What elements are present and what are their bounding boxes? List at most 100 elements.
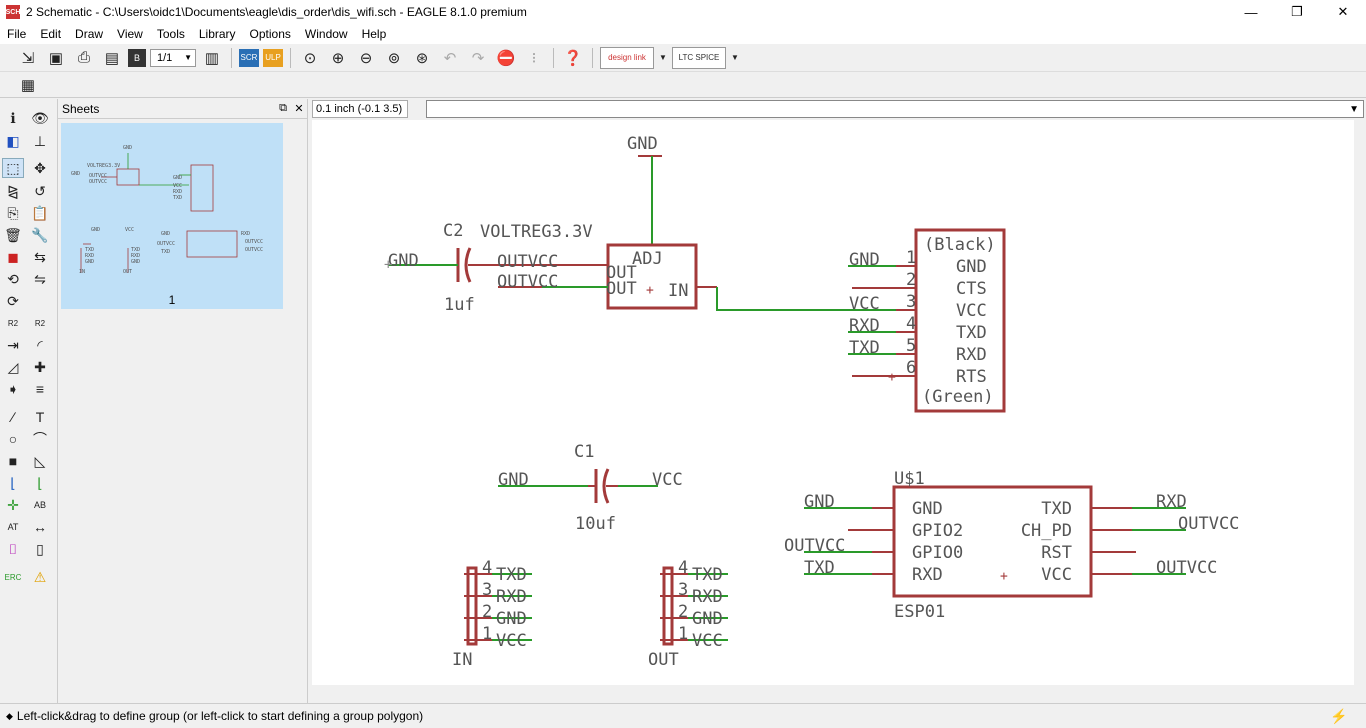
undo-icon[interactable]: ↶ <box>443 49 457 67</box>
design-link-icon[interactable]: design link <box>600 46 654 69</box>
miter-icon[interactable]: ◜ <box>37 336 43 353</box>
split-icon[interactable]: ◿ <box>7 358 19 375</box>
net-icon[interactable]: ⌊ <box>37 474 43 491</box>
info-icon[interactable]: ℹ <box>10 109 16 126</box>
capacitor-c1[interactable]: C1 10uf GND VCC <box>498 442 683 534</box>
join-icon[interactable]: ✚ <box>34 358 46 375</box>
label-icon[interactable]: AB <box>33 500 46 510</box>
add-part-icon[interactable]: ◼ <box>7 248 19 265</box>
chevron-down-icon[interactable]: ▼ <box>659 53 667 62</box>
zoom-redraw-icon[interactable]: ⊚ <box>387 49 401 67</box>
display-layers-icon[interactable]: ◧ <box>6 132 20 149</box>
sheets-scrollbar[interactable] <box>289 123 305 699</box>
zoom-in-icon[interactable]: ⊕ <box>331 49 345 67</box>
frame-icon[interactable]: ⌷ <box>8 540 18 557</box>
stop-icon[interactable]: ⛔ <box>496 49 516 67</box>
warning-icon[interactable]: ⚠ <box>33 568 47 585</box>
chevron-down-icon[interactable]: ▼ <box>1349 103 1359 115</box>
replace-icon[interactable]: ⇆ <box>34 248 46 265</box>
menu-file[interactable]: File <box>7 27 27 41</box>
voltage-regulator[interactable]: VOLTREG3.3V ADJ OUT OUT IN + OUTVCC OUTV… <box>480 222 882 311</box>
smash-icon[interactable]: ⇥ <box>7 336 19 353</box>
script-icon[interactable]: SCR <box>239 48 259 67</box>
delete-icon[interactable]: 🗑 <box>4 226 22 243</box>
mark-icon[interactable]: ⊥ <box>33 132 47 149</box>
group-icon[interactable]: ⬚ <box>2 158 24 178</box>
show-icon[interactable]: 👁 <box>31 109 49 126</box>
capacitor-c2[interactable]: C2 1uf GND + <box>384 221 498 315</box>
canvas-horizontal-scrollbar[interactable] <box>312 685 1354 699</box>
menu-window[interactable]: Window <box>304 27 348 41</box>
line-icon[interactable]: ∕ <box>11 409 15 425</box>
grid-icon[interactable]: ▦ <box>20 76 36 94</box>
junction-icon[interactable]: ✛ <box>7 496 19 513</box>
go-icon[interactable]: ⁝ <box>531 49 537 67</box>
module-icon[interactable]: ▯ <box>36 540 44 557</box>
zoom-fit-icon[interactable]: ⊙ <box>303 49 317 67</box>
gateswap-icon[interactable]: ⟳ <box>7 292 19 309</box>
close-button[interactable]: ✕ <box>1337 4 1349 19</box>
polygon-icon[interactable]: ◺ <box>34 452 46 469</box>
move-icon[interactable]: ✥ <box>34 159 46 176</box>
esp-left-pin[interactable]: GPIO2 <box>848 521 963 541</box>
paste-icon[interactable]: 📋 <box>31 204 49 221</box>
cam-icon[interactable]: ▤ <box>104 49 120 67</box>
schematic-canvas[interactable]: GND C2 1uf GND + VOLTREG3.3V ADJ OUT OUT… <box>312 120 1354 685</box>
sheet-select[interactable]: 1/1▼ <box>150 48 196 67</box>
menu-help[interactable]: Help <box>361 27 387 41</box>
sheet-thumbnail[interactable]: GND VOLTREG3.3V GND OUTVCC OUTVCC GND VC… <box>61 123 283 291</box>
command-input[interactable]: ▼ <box>426 100 1364 118</box>
zoom-out-icon[interactable]: ⊖ <box>359 49 373 67</box>
menu-tools[interactable]: Tools <box>156 27 185 41</box>
minimize-button[interactable]: — <box>1244 4 1258 20</box>
menu-draw[interactable]: Draw <box>75 27 104 41</box>
menu-options[interactable]: Options <box>249 27 291 41</box>
name-icon[interactable]: R2 <box>7 318 19 328</box>
sheet-number-label[interactable]: 1 <box>61 291 283 309</box>
ltspice-icon[interactable]: LTC SPICE <box>672 46 726 69</box>
slice-icon[interactable]: ➧ <box>7 380 19 397</box>
change-icon[interactable]: 🔧 <box>31 226 49 243</box>
brd-switch-icon[interactable]: B <box>128 48 146 67</box>
text-icon[interactable]: T <box>35 409 45 425</box>
value-icon[interactable]: R2 <box>34 318 46 328</box>
close-panel-icon[interactable]: ✕ <box>294 103 304 115</box>
redo-icon[interactable]: ↷ <box>471 49 485 67</box>
esp01-module[interactable]: U$1 ESP01 + GNDGNDGPIO2GPIO0OUTVCCRXDTXD… <box>784 469 1239 622</box>
menu-edit[interactable]: Edit <box>40 27 62 41</box>
canvas-vertical-scrollbar[interactable] <box>1354 120 1366 685</box>
ulp-icon[interactable]: ULP <box>263 48 283 67</box>
chevron-down-icon[interactable]: ▼ <box>731 53 739 62</box>
esp-right-pin[interactable]: RST <box>1041 543 1136 563</box>
rectangle-icon[interactable]: ■ <box>8 453 18 469</box>
print-icon[interactable]: ⎙ <box>77 49 90 66</box>
open-icon[interactable]: ⇲ <box>21 49 35 67</box>
mirror-icon[interactable]: ⧎ <box>7 182 19 199</box>
dimension-icon[interactable]: ↔ <box>33 519 47 535</box>
float-panel-icon[interactable]: ⧉ <box>279 102 287 114</box>
swap-icon[interactable]: ⇋ <box>34 270 46 287</box>
rotate-icon[interactable]: ↺ <box>34 182 46 199</box>
